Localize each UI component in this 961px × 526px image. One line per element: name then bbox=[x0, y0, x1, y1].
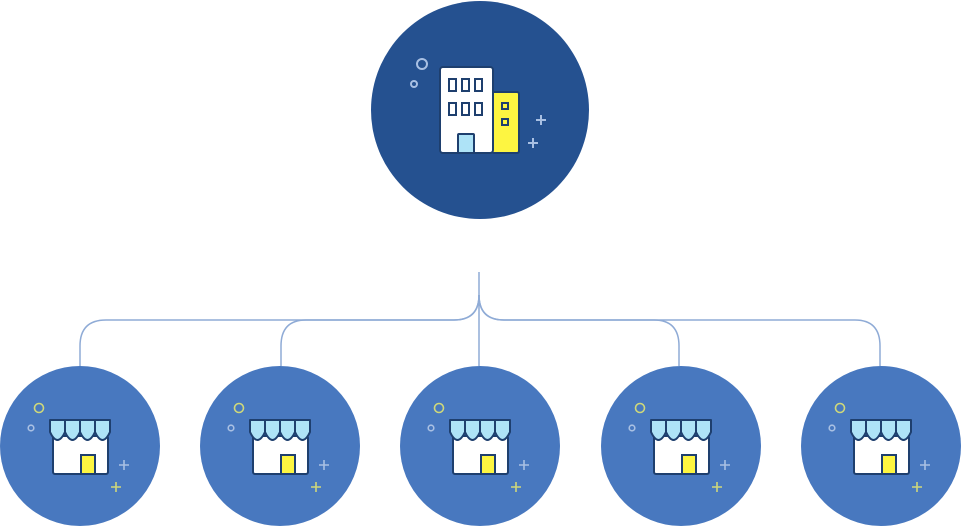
sparkle-icon bbox=[410, 58, 546, 148]
connector-lines bbox=[79, 272, 881, 366]
sparkle-icon bbox=[227, 402, 329, 492]
storefront-icon bbox=[249, 419, 311, 475]
branch-connector-2 bbox=[280, 294, 480, 366]
branch-connector-4 bbox=[478, 294, 680, 366]
store-node-1 bbox=[0, 366, 160, 526]
office-building-icon bbox=[439, 66, 520, 154]
branch-connector-1 bbox=[79, 294, 480, 366]
sparkle-icon bbox=[828, 402, 930, 492]
store-node-2 bbox=[200, 366, 360, 526]
storefront-icon bbox=[449, 419, 511, 475]
store-nodes bbox=[0, 366, 961, 526]
branch-connector-5 bbox=[478, 294, 881, 366]
sparkle-icon bbox=[628, 402, 730, 492]
sparkle-icon bbox=[427, 402, 529, 492]
store-node-4 bbox=[601, 366, 761, 526]
store-node-3 bbox=[400, 366, 560, 526]
storefront-icon bbox=[49, 419, 111, 475]
storefront-icon bbox=[650, 419, 712, 475]
headquarters-node bbox=[371, 1, 589, 219]
store-node-5 bbox=[801, 366, 961, 526]
sparkle-icon bbox=[27, 402, 129, 492]
storefront-icon bbox=[850, 419, 912, 475]
